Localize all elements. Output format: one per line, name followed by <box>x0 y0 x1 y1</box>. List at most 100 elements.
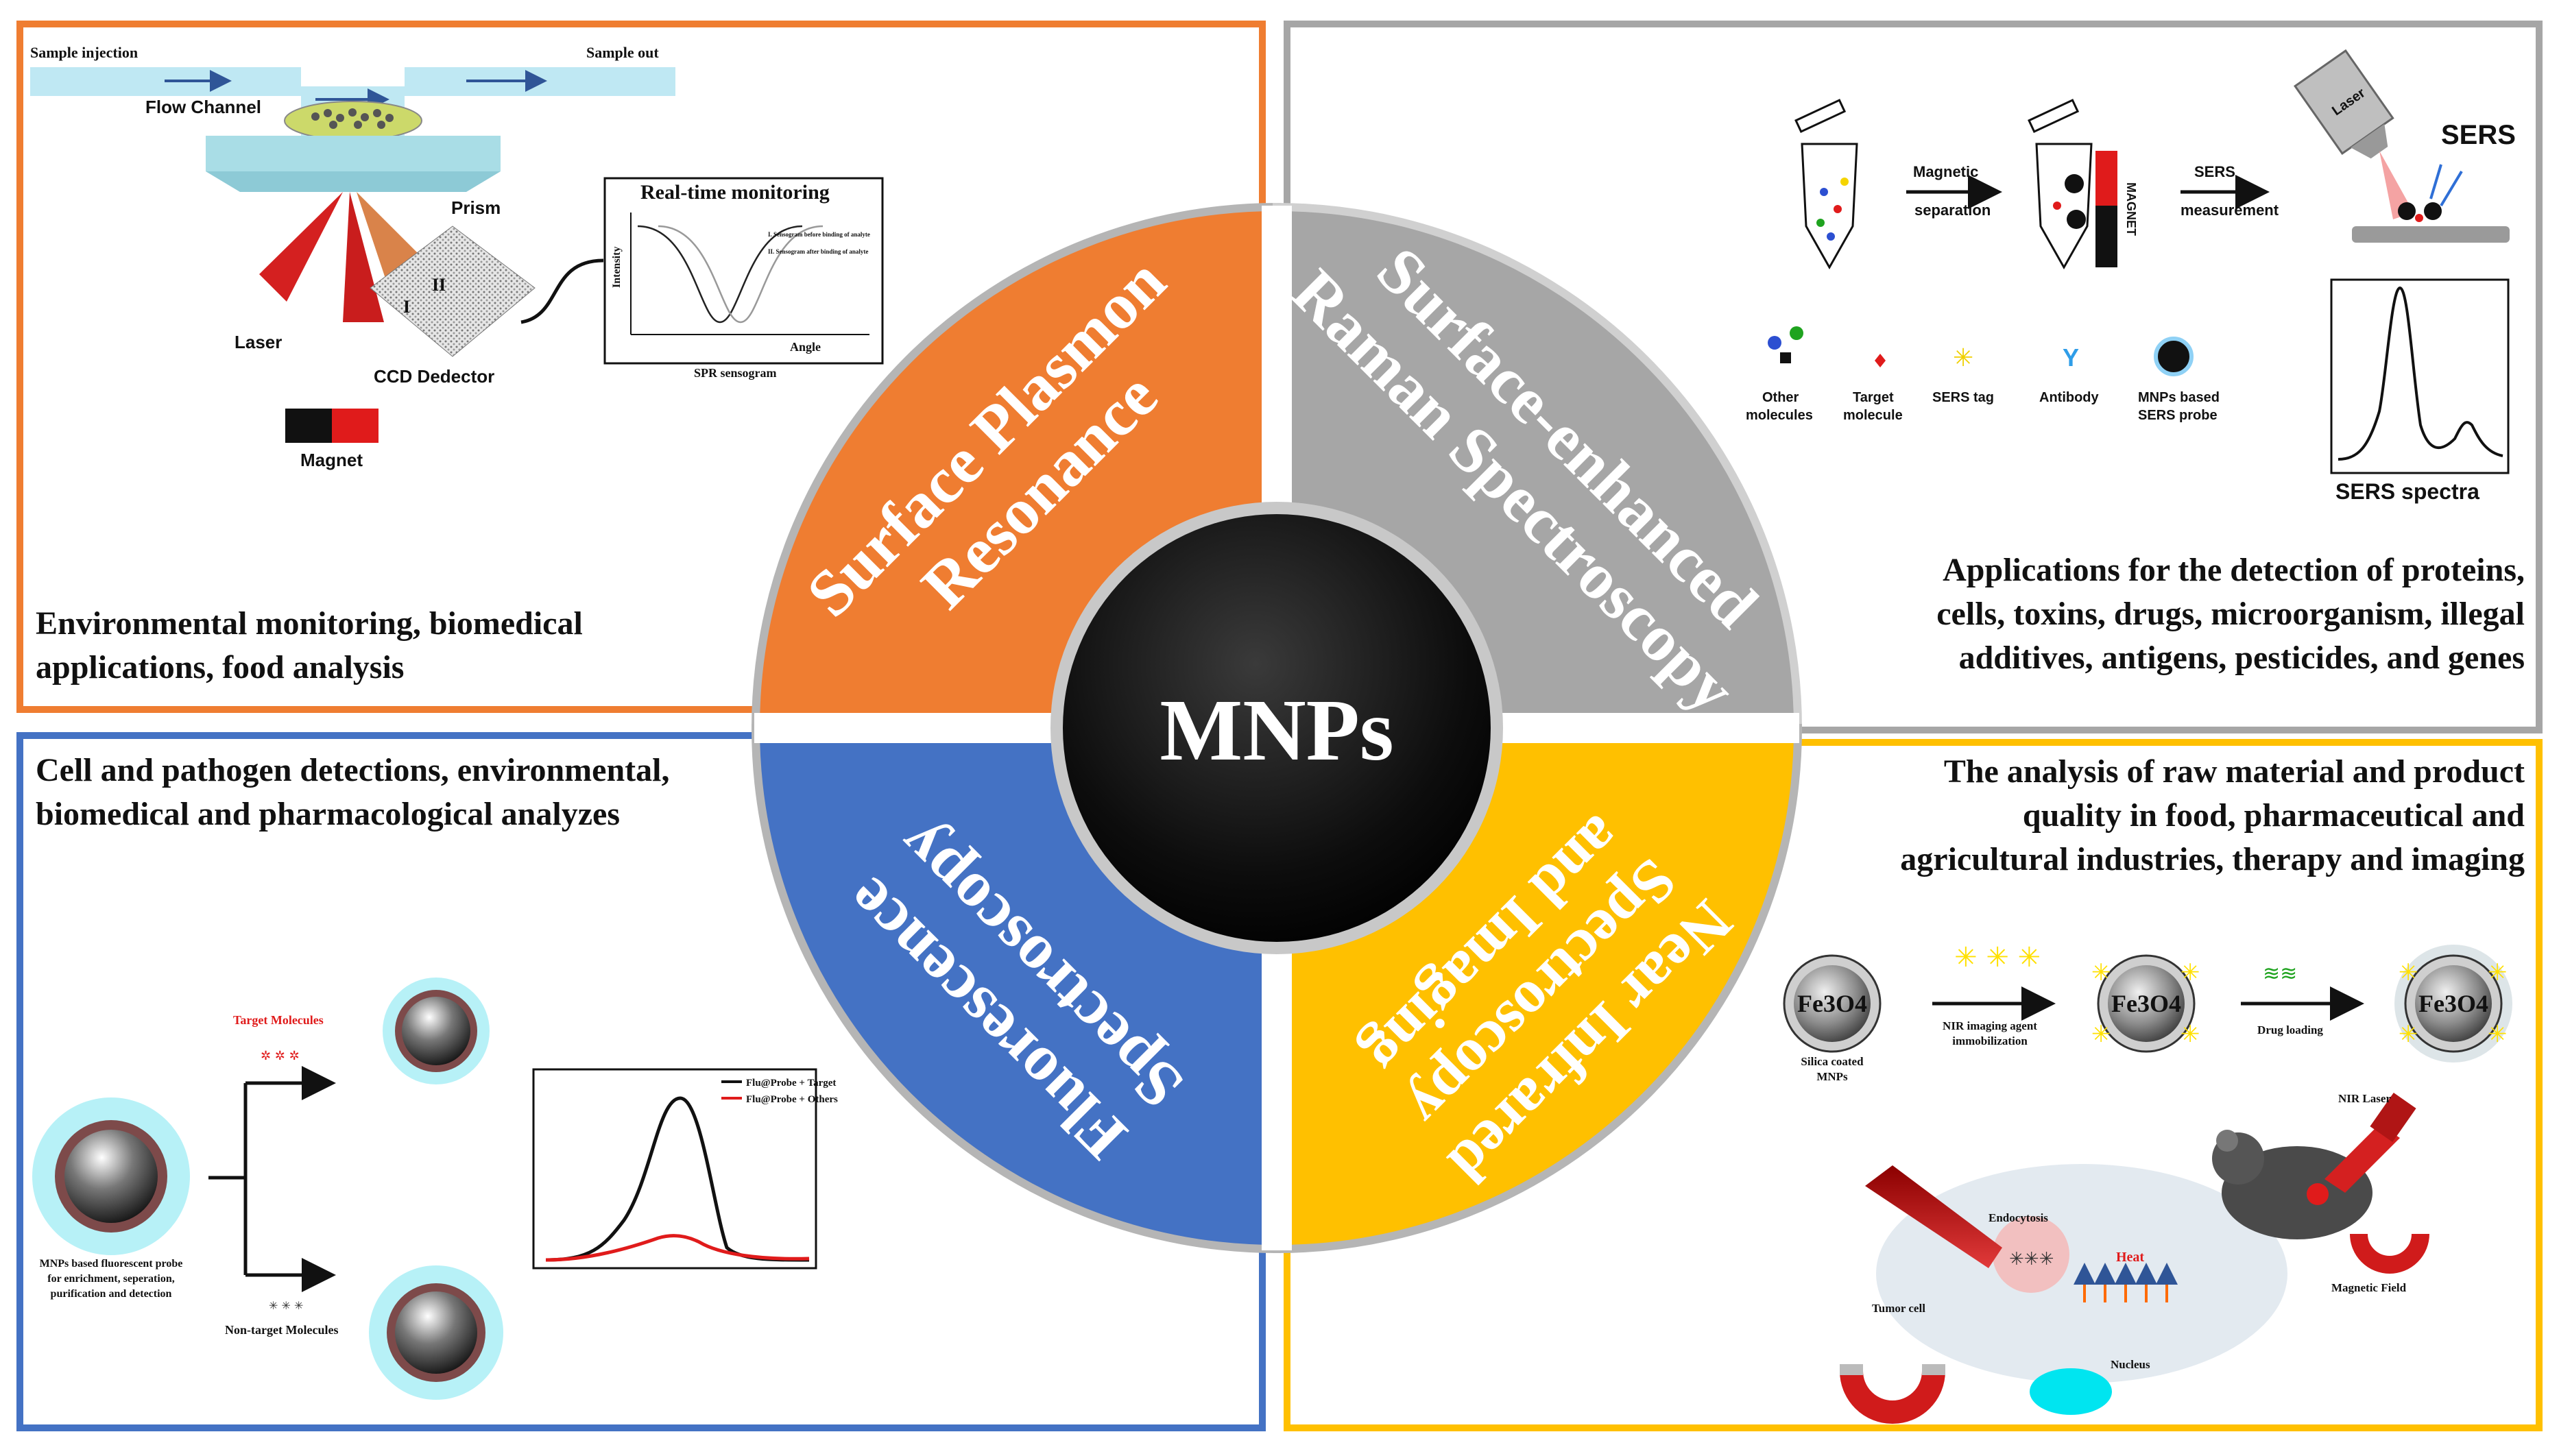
ccd-label: CCD Dedector <box>374 366 494 387</box>
nir-stars-3: ✳ ✳ ✳ ✳ <box>2399 959 2508 1048</box>
sers-description: Applications for the detection of protei… <box>1736 548 2525 680</box>
drug-marks: ≋≋ <box>2263 962 2297 986</box>
svg-text:✳: ✳ <box>2399 959 2418 986</box>
chip-particles <box>311 108 394 129</box>
fluorescence-description-line: Cell and pathogen detections, environmen… <box>36 752 670 788</box>
sers-spectrum-line <box>2338 286 2503 461</box>
legend-target-1: Target <box>1853 390 1894 405</box>
sers-spectra-frame <box>2330 278 2510 474</box>
sers-measure-2: measurement <box>2180 202 2279 219</box>
spr-legend-2: II. Sensogram after binding of analyte <box>768 248 868 255</box>
probe-caption-2: for enrichment, seperation, <box>47 1273 174 1285</box>
magnet-red <box>332 409 379 443</box>
sers-measure-1: SERS <box>2194 163 2235 180</box>
nir-agent-1: NIR imaging agent <box>1943 1019 2037 1032</box>
non-target-marks: ✳ ✳ ✳ <box>269 1299 303 1312</box>
fe3o4-label-2: Fe3O4 <box>2111 990 2181 1017</box>
result-core-bottom <box>395 1291 477 1374</box>
silica-label-1: Silica coated <box>1801 1055 1864 1068</box>
legend-probe-1: MNPs based <box>2138 390 2220 405</box>
probe-caption-3: purification and detection <box>51 1288 172 1300</box>
legend-tag: SERS tag <box>1932 390 1994 405</box>
nir-laser-label: NIR Laser <box>2338 1092 2391 1105</box>
horseshoe-magnet-bottom <box>1840 1370 1945 1424</box>
spr-curve-after <box>658 225 824 324</box>
mouse-ear <box>2216 1130 2238 1152</box>
sers-substrate <box>2352 226 2510 243</box>
legend-antibody: Antibody <box>2039 390 2100 405</box>
spr-legend-1: I. Sensogram before binding of analyte <box>768 231 870 238</box>
svg-text:✳: ✳ <box>2180 1021 2200 1048</box>
magnetic-sep-1: Magnetic <box>1913 163 1978 180</box>
spr-chart-frame <box>603 177 884 365</box>
nir-laser-cone <box>1865 1165 2002 1268</box>
fe3o4-label-1: Fe3O4 <box>1797 990 1867 1017</box>
endocytosis-label: Endocytosis <box>1989 1211 2048 1224</box>
tube-1 <box>1801 143 1858 270</box>
target-molecule-mark <box>1875 354 1886 367</box>
laser-label: Laser <box>235 332 282 352</box>
fluor-legend-target: Flu@Probe + Target <box>746 1078 836 1089</box>
legend-probe-2: SERS probe <box>2138 408 2218 423</box>
endosome-particles: ✳✳✳ <box>2009 1249 2054 1270</box>
ccd-cable <box>520 258 604 324</box>
sers-probe-mark <box>2154 337 2194 376</box>
ccd-detector <box>370 226 536 357</box>
legend-target-2: molecule <box>1843 408 1903 423</box>
spr-description-line: applications, food analysis <box>36 649 405 685</box>
nir-agent-2: immobilization <box>1952 1034 2028 1047</box>
magnetic-field-label: Magnetic Field <box>2331 1281 2407 1294</box>
magnet-black <box>285 409 332 443</box>
sers-laser-head: Laser <box>2293 49 2394 159</box>
svg-text:✳: ✳ <box>2488 1021 2508 1048</box>
tube-1-cap <box>1794 99 1847 134</box>
svg-text:✳: ✳ <box>2091 959 2111 986</box>
mouse-tumor <box>2307 1183 2329 1205</box>
svg-text:✳: ✳ <box>2488 959 2508 986</box>
heat-arrows <box>2074 1263 2178 1302</box>
legend-other-2: molecules <box>1746 408 1813 423</box>
silica-core <box>1794 965 1871 1042</box>
prism-label: Prism <box>451 197 501 218</box>
nir-stars-2: ✳✳✳✳ <box>2091 959 2200 1048</box>
probe-caption-1: MNPs based fluorescent probe <box>40 1258 183 1270</box>
silica-label-2: MNPs <box>1816 1070 1848 1083</box>
nir-description-line: quality in food, pharmaceutical and <box>2022 797 2525 834</box>
nir-laser-beam <box>2324 1124 2400 1193</box>
tube-2 <box>2035 143 2093 270</box>
non-target-label: Non-target Molecules <box>225 1323 338 1337</box>
spr-description-line: Environmental monitoring, biomedical <box>36 605 583 642</box>
svg-text:✳: ✳ <box>2399 1021 2418 1048</box>
flow-channel-label: Flow Channel <box>145 97 261 117</box>
roman-one: I <box>403 297 410 317</box>
sers-magnet-label: MAGNET <box>2124 182 2138 236</box>
nir-mnp-core <box>2108 965 2185 1042</box>
fluorescence-description: Cell and pathogen detections, environmen… <box>36 749 824 836</box>
roman-two: II <box>432 275 446 295</box>
nir-figure: Fe3O4 Silica coated MNPs ✳ ✳ ✳ NIR imagi… <box>1783 942 2512 1424</box>
nir-description: The analysis of raw material and product… <box>1736 750 2525 882</box>
heat-label: Heat <box>2116 1250 2144 1265</box>
fluor-curve-others <box>545 1234 810 1262</box>
spr-chart-ylabel: Intensity <box>611 247 623 288</box>
antibody-mark: Y <box>2063 343 2079 372</box>
sers-magnet-red <box>2095 151 2117 206</box>
spr-description: Environmental monitoring, biomedical app… <box>36 602 790 690</box>
fluor-legend-others: Flu@Probe + Others <box>746 1094 838 1105</box>
nir-laser-head <box>2370 1092 2416 1143</box>
horseshoe-magnet-mouse <box>2350 1233 2429 1274</box>
nir-agent-stars: ✳ ✳ ✳ <box>1954 942 2041 973</box>
sers-laser-beam <box>2379 151 2414 219</box>
center-circle[interactable] <box>1063 514 1491 942</box>
sers-text: SERS <box>2441 120 2516 150</box>
result-core-top <box>402 997 470 1065</box>
tumor-cell-label: Tumor cell <box>1872 1302 1925 1315</box>
nir-description-line: The analysis of raw material and product <box>1943 753 2525 790</box>
sample-out-label: Sample out <box>586 44 659 61</box>
fluorescence-description-line: biomedical and pharmacological analyzes <box>36 796 620 832</box>
nucleus <box>2030 1368 2112 1415</box>
spr-chart-title: Real-time monitoring <box>640 181 830 204</box>
probe-in-tube <box>2065 174 2084 193</box>
